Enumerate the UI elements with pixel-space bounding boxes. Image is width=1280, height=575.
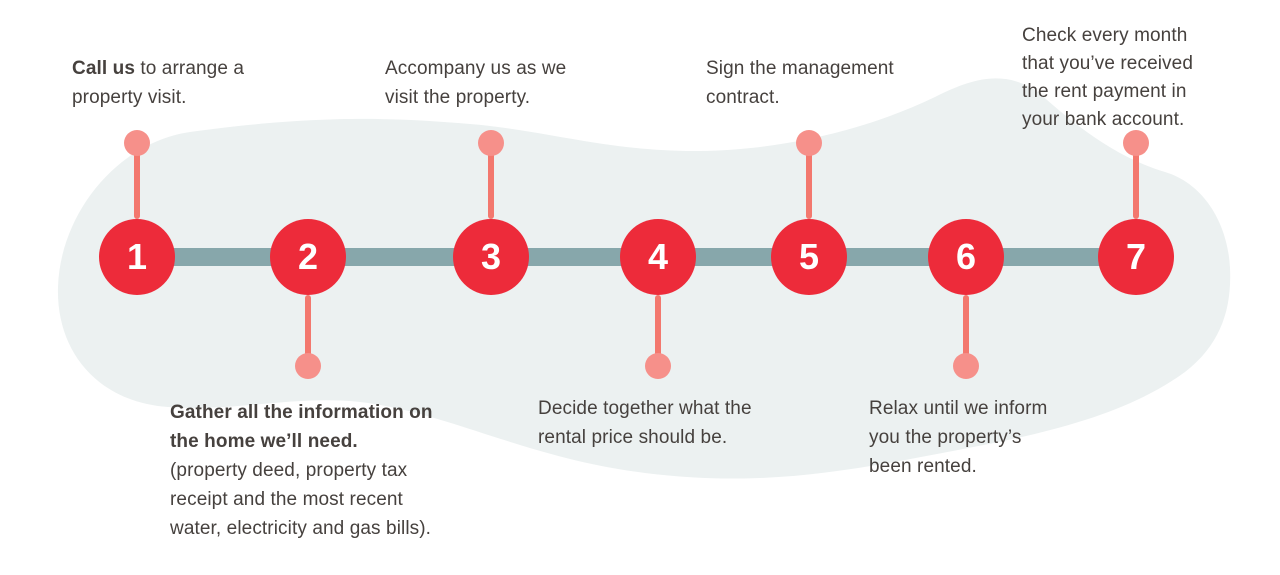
step-1-circle: 1 bbox=[99, 219, 175, 295]
step-1-label: Call us to arrange a property visit. bbox=[72, 54, 322, 112]
step-6-label-rest: Relax until we inform you the property’s… bbox=[869, 398, 1048, 477]
step-3-circle: 3 bbox=[453, 219, 529, 295]
step-4-circle: 4 bbox=[620, 219, 696, 295]
step-1-number: 1 bbox=[126, 236, 148, 277]
step-3-number: 3 bbox=[480, 236, 502, 277]
step-1-label-rest: to arrange a property visit. bbox=[72, 58, 245, 108]
step-4-label-rest: Decide together what the rental price sh… bbox=[538, 398, 752, 448]
step-4-connector-line bbox=[655, 295, 661, 366]
step-1-connector-dot bbox=[124, 130, 150, 156]
step-7-circle: 7 bbox=[1098, 219, 1174, 295]
step-3-label: Accompany us as we visit the property. bbox=[385, 54, 635, 112]
step-4-number: 4 bbox=[647, 236, 669, 277]
step-1-connector-line bbox=[134, 143, 140, 219]
step-6-circle: 6 bbox=[928, 219, 1004, 295]
step-5-connector-dot bbox=[796, 130, 822, 156]
step-7-label-rest: Check every month that you’ve received t… bbox=[1022, 25, 1193, 130]
step-3-connector-line bbox=[488, 143, 494, 219]
step-4-label: Decide together what the rental price sh… bbox=[538, 394, 818, 452]
step-2-circle: 2 bbox=[270, 219, 346, 295]
step-2-connector-line bbox=[305, 295, 311, 366]
step-7-connector-dot bbox=[1123, 130, 1149, 156]
step-2-connector-dot bbox=[295, 353, 321, 379]
step-6-connector-line bbox=[963, 295, 969, 366]
step-6-number: 6 bbox=[955, 236, 977, 277]
step-2-label: Gather all the information on the home w… bbox=[170, 398, 500, 543]
step-2-label-rest: (property deed, property tax receipt and… bbox=[170, 460, 432, 539]
step-7-label: Check every month that you’ve received t… bbox=[1022, 22, 1262, 134]
step-5-connector-line bbox=[806, 143, 812, 219]
step-2-label-bold: Gather all the information on the home w… bbox=[170, 402, 433, 452]
step-1-label-bold: Call us bbox=[72, 58, 135, 79]
step-3-label-rest: Accompany us as we visit the property. bbox=[385, 58, 567, 108]
step-7-number: 7 bbox=[1125, 236, 1147, 277]
step-3-connector-dot bbox=[478, 130, 504, 156]
step-5-circle: 5 bbox=[771, 219, 847, 295]
step-5-number: 5 bbox=[798, 236, 820, 277]
step-7-connector-line bbox=[1133, 143, 1139, 219]
step-5-label: Sign the management contract. bbox=[706, 54, 956, 112]
step-4-connector-dot bbox=[645, 353, 671, 379]
step-6-label: Relax until we inform you the property’s… bbox=[869, 394, 1109, 481]
step-2-number: 2 bbox=[297, 236, 319, 277]
step-5-label-rest: Sign the management contract. bbox=[706, 58, 894, 108]
step-6-connector-dot bbox=[953, 353, 979, 379]
